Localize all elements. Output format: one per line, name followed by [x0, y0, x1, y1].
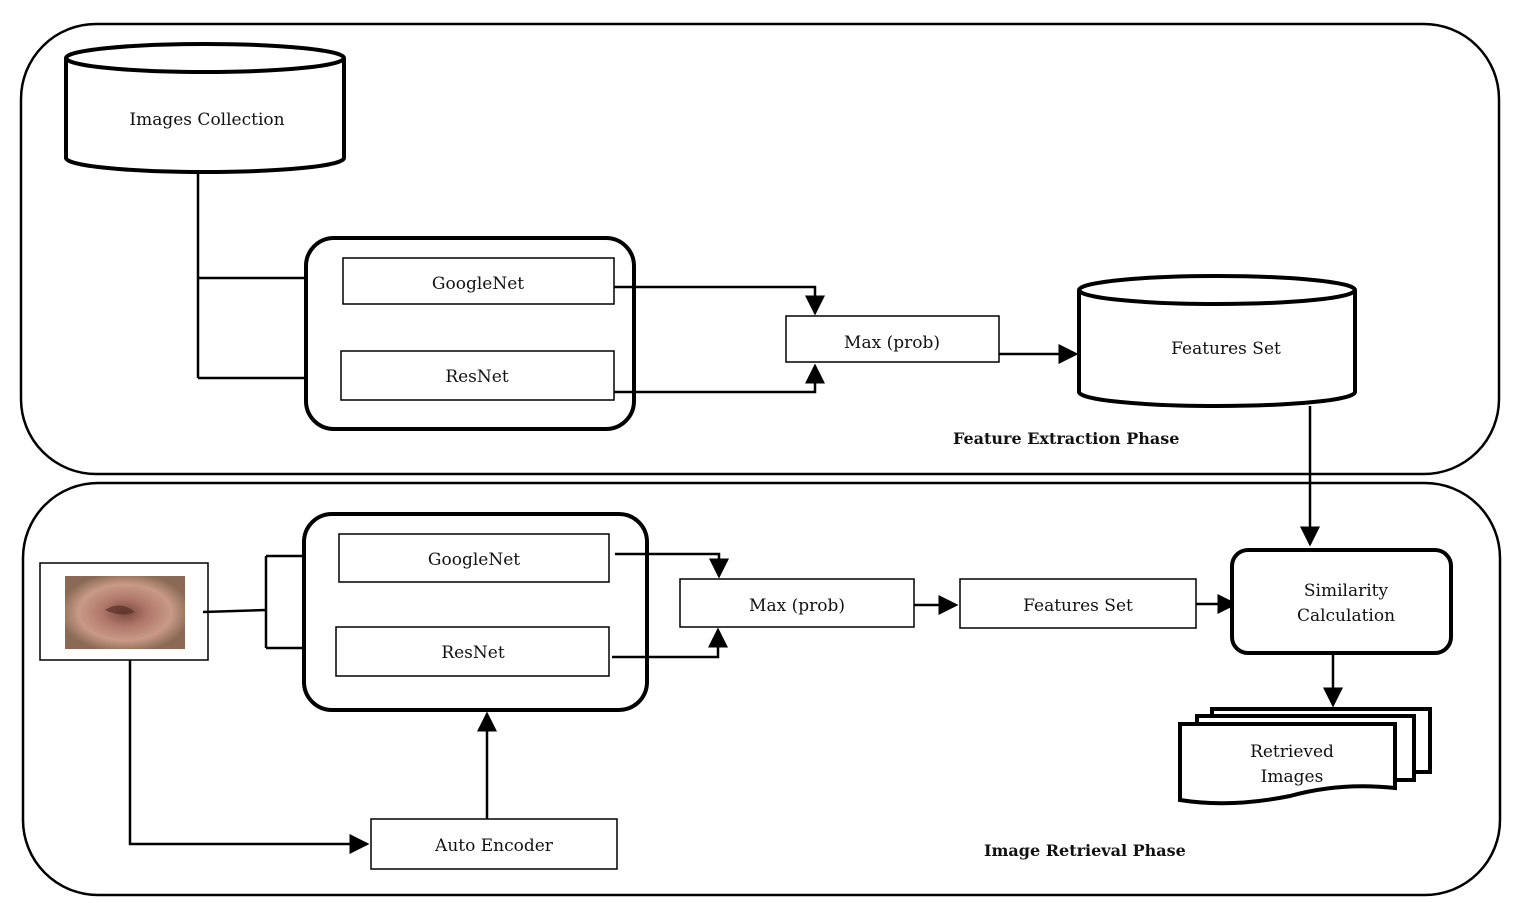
- images-collection-label: Images Collection: [129, 110, 284, 130]
- query-to-models-connector: [202, 608, 267, 614]
- feature-max-prob-box: [785, 315, 1000, 363]
- feature-resnet-to-max-arrow: [614, 363, 825, 394]
- feature-resnet-label: ResNet: [445, 367, 509, 387]
- feature-googlenet-to-max-arrow: [614, 285, 825, 316]
- feature-extraction-panel: [19, 22, 1501, 476]
- image-retrieval-phase-label: Image Retrieval Phase: [984, 841, 1186, 860]
- retrieval-features-set-box: [959, 578, 1197, 629]
- retrieval-googlenet-to-max-arrow: [615, 552, 729, 579]
- retrieved-label-line2: Images: [1261, 767, 1324, 787]
- images-collection-database: Images Collection: [64, 42, 346, 174]
- query-image-frame: [39, 562, 209, 661]
- retrieved-images-stack: Retrieved Images: [1178, 707, 1432, 806]
- similarity-calculation-box: [1230, 548, 1453, 655]
- retrieval-resnet-box: [335, 626, 610, 677]
- image-retrieval-panel: [21, 481, 1502, 897]
- retrieval-max-prob-box: [679, 578, 915, 628]
- retrieval-googlenet-label: GoogleNet: [428, 550, 520, 570]
- features-set-database: Features Set: [1077, 274, 1357, 408]
- feature-googlenet-box: [342, 257, 615, 305]
- features-set-db-label: Features Set: [1171, 339, 1281, 359]
- feature-extraction-phase-label: Feature Extraction Phase: [953, 429, 1179, 448]
- retrieval-max-prob-label: Max (prob): [749, 596, 845, 616]
- auto-encoder-label: Auto Encoder: [434, 836, 554, 856]
- auto-encoder-box: [370, 818, 618, 870]
- query-to-autoencoder-arrow: [128, 660, 370, 854]
- feature-resnet-box: [340, 350, 615, 401]
- retrieval-resnet-label: ResNet: [441, 643, 505, 663]
- similarity-label-line1: Similarity: [1304, 581, 1389, 601]
- feature-max-prob-label: Max (prob): [844, 333, 940, 353]
- feature-googlenet-label: GoogleNet: [432, 274, 524, 294]
- retrieval-features-set-label: Features Set: [1023, 596, 1133, 616]
- retrieval-resnet-to-max-arrow: [612, 627, 728, 659]
- similarity-label-line2: Calculation: [1297, 606, 1395, 626]
- retrieval-googlenet-box: [338, 533, 610, 583]
- retrieved-label-line1: Retrieved: [1250, 742, 1334, 762]
